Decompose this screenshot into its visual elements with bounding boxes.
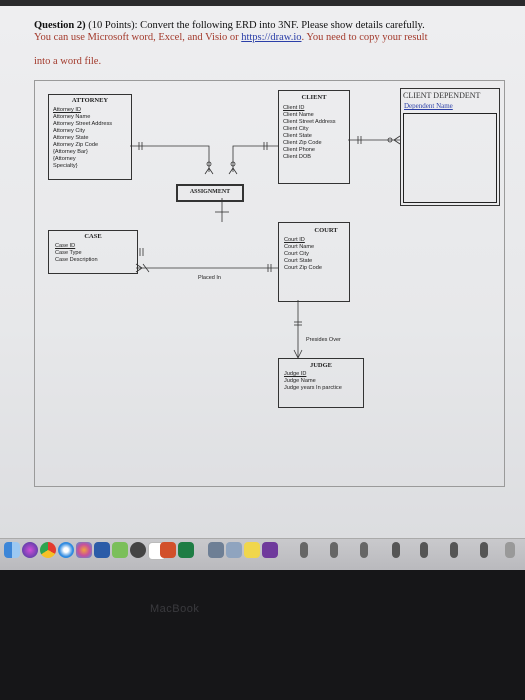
- entity-court: COURT Court ID Court Name Court City Cou…: [278, 222, 350, 302]
- entity-title: ASSIGNMENT: [189, 189, 231, 195]
- attribute: Court City: [284, 251, 309, 257]
- attribute: Judge years In parctice: [284, 385, 342, 391]
- erd-diagram-frame: [34, 80, 505, 487]
- attribute-list: Attorney ID Attorney Name Attorney Stree…: [53, 107, 112, 170]
- trash-icon[interactable]: [505, 542, 515, 558]
- entity-title: CASE: [84, 233, 102, 240]
- finder-icon[interactable]: [4, 542, 20, 558]
- attribute: Case Description: [55, 257, 98, 263]
- primary-key: Case ID: [55, 243, 76, 249]
- attribute: Case Type: [55, 250, 82, 256]
- attribute-list: Client ID Client Name Client Street Addr…: [283, 105, 336, 161]
- dock-app-icon[interactable]: [450, 542, 458, 558]
- question-instructions-2: into a word file.: [34, 56, 102, 67]
- screen-bezel-top: [0, 0, 525, 10]
- notes-icon[interactable]: [244, 542, 260, 558]
- word-icon[interactable]: [94, 542, 110, 558]
- entity-inner-border: [403, 113, 497, 203]
- attribute: Attorney State: [53, 135, 89, 141]
- attribute: Client DOB: [283, 154, 311, 160]
- attribute: {Attorney Bar}: [53, 149, 88, 155]
- attribute: Attorney Street Address: [53, 121, 113, 127]
- siri-icon[interactable]: [22, 542, 38, 558]
- dock-app-icon[interactable]: [480, 542, 488, 558]
- relationship-label-placed-in: Placed In: [198, 275, 221, 281]
- primary-key: Attorney ID: [53, 107, 81, 113]
- entity-title: COURT: [314, 227, 338, 234]
- entity-title: CLIENT: [301, 94, 327, 101]
- attribute: Client City: [283, 126, 309, 132]
- search-icon[interactable]: [130, 542, 146, 558]
- excel-icon[interactable]: [178, 542, 194, 558]
- launchpad-icon[interactable]: [226, 542, 242, 558]
- attribute-list: Case ID Case Type Case Description: [55, 243, 98, 264]
- attribute: {Attorney: [53, 156, 76, 162]
- attribute: Court State: [284, 258, 313, 264]
- question-instructions: You can use Microsoft word, Excel, and V…: [34, 32, 428, 43]
- dock-app-icon[interactable]: [300, 542, 308, 558]
- question-title: Question 2) (10 Points): Convert the fol…: [34, 20, 425, 31]
- dock-app-icon[interactable]: [392, 542, 400, 558]
- attribute: Client Name: [283, 112, 314, 118]
- attribute: Client State: [283, 133, 312, 139]
- attribute: Client Phone: [283, 147, 316, 153]
- dock-app-icon[interactable]: [330, 542, 338, 558]
- attribute: Client Street Address: [283, 119, 336, 125]
- powerpoint-icon[interactable]: [160, 542, 176, 558]
- entity-title: CLIENT DEPENDENT: [403, 91, 481, 100]
- entity-title: ATTORNEY: [71, 97, 109, 104]
- attribute: Client Zip Code: [283, 140, 322, 146]
- primary-key: Dependent Name: [404, 102, 453, 110]
- attribute: Specialty}: [53, 163, 78, 169]
- onenote-icon[interactable]: [262, 542, 278, 558]
- primary-key: Court ID: [284, 237, 305, 243]
- entity-client: CLIENT Client ID Client Name Client Stre…: [278, 90, 350, 184]
- entity-title: JUDGE: [309, 362, 333, 369]
- relationship-label-presides-over: Presides Over: [306, 337, 341, 343]
- entity-assignment: ASSIGNMENT: [176, 184, 244, 202]
- entity-case: CASE Case ID Case Type Case Description: [48, 230, 138, 274]
- maps-icon[interactable]: [112, 542, 128, 558]
- primary-key: Judge ID: [284, 371, 307, 377]
- attribute: Court Zip Code: [284, 265, 322, 271]
- dock-app-icon[interactable]: [420, 542, 428, 558]
- attribute: Attorney City: [53, 128, 86, 134]
- attribute: Attorney Zip Code: [53, 142, 99, 148]
- laptop-bezel: [0, 570, 525, 700]
- primary-key: Client ID: [283, 105, 305, 111]
- safari-icon[interactable]: [58, 542, 74, 558]
- attribute-list: Judge ID Judge Name Judge years In parct…: [284, 371, 342, 392]
- attribute: Court Name: [284, 244, 315, 250]
- photos-icon[interactable]: [76, 542, 92, 558]
- laptop-brand-label: MacBook: [150, 603, 200, 615]
- attribute-list: Court ID Court Name Court City Court Sta…: [284, 237, 322, 272]
- dock-app-icon[interactable]: [360, 542, 368, 558]
- attribute: Attorney Name: [53, 114, 91, 120]
- attribute: Judge Name: [284, 378, 316, 384]
- entity-attorney: ATTORNEY Attorney ID Attorney Name Attor…: [48, 94, 132, 180]
- drawio-link[interactable]: https://draw.io: [241, 32, 302, 43]
- preview-icon[interactable]: [208, 542, 224, 558]
- entity-judge: JUDGE Judge ID Judge Name Judge years In…: [278, 358, 364, 408]
- entity-client-dependent: CLIENT DEPENDENT Dependent Name: [400, 88, 500, 206]
- chrome-icon[interactable]: [40, 542, 56, 558]
